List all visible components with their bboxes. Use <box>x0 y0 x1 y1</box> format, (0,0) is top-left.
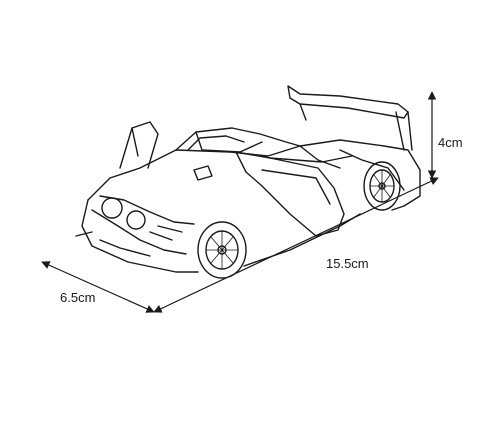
front-wheel <box>197 221 247 279</box>
roof <box>175 127 301 151</box>
rear-wing <box>287 85 409 119</box>
body-upper <box>87 139 421 207</box>
rear-wheel <box>363 161 401 211</box>
width-arrow <box>41 261 155 313</box>
length-label: 15.5cm <box>326 256 369 271</box>
width-label: 6.5cm <box>60 290 96 305</box>
open-door <box>235 151 345 237</box>
height-label: 4cm <box>438 135 463 150</box>
body-lower <box>81 199 199 273</box>
length-arrow <box>153 177 439 313</box>
open-hood <box>119 121 159 169</box>
